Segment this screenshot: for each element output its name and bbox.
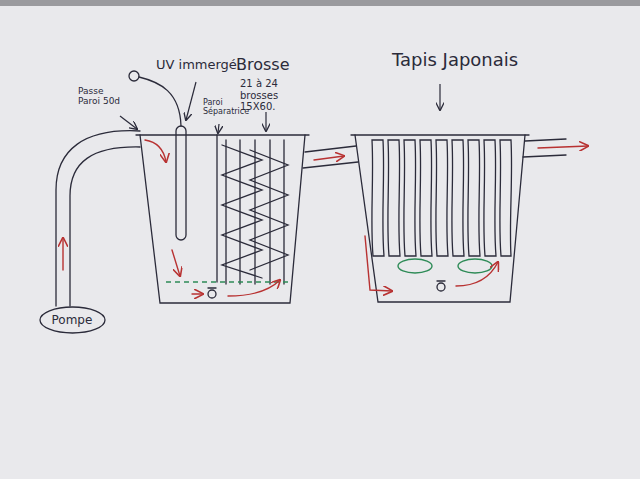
pipe xyxy=(305,146,356,152)
flow-arrows xyxy=(63,140,588,296)
flow-arrow xyxy=(192,293,203,294)
brush-spiral xyxy=(222,145,262,278)
japanese-mat xyxy=(372,140,512,256)
paper-edge xyxy=(0,0,640,6)
flow-arrow xyxy=(62,238,63,270)
pipe xyxy=(525,139,566,141)
pipe xyxy=(303,162,358,168)
pump-oval: Pompe xyxy=(39,306,106,334)
node-label: Pompe xyxy=(52,313,93,327)
leader-arrow xyxy=(439,84,440,110)
brush-spiral xyxy=(250,150,288,270)
callout-title: Tapis Japonais xyxy=(392,50,542,71)
callout-label: 21 à 24 brosses 15X60. xyxy=(240,78,306,113)
tank-rim xyxy=(351,134,529,135)
tank xyxy=(355,135,525,302)
ink-drawing xyxy=(56,71,566,306)
leader-arrow xyxy=(265,112,266,131)
separating-wall xyxy=(216,135,217,282)
pipe xyxy=(56,131,140,306)
drain xyxy=(208,290,216,298)
uv-plug xyxy=(129,71,139,81)
uv-cable xyxy=(139,77,181,126)
callout-title: Brosse xyxy=(236,56,316,74)
grid xyxy=(166,281,288,282)
leader-arrow xyxy=(186,82,196,120)
flow-arrow xyxy=(145,140,166,162)
drain xyxy=(208,287,216,288)
flow-arrow xyxy=(172,250,180,276)
tank xyxy=(140,135,305,303)
air-diffuser xyxy=(458,259,492,273)
oval xyxy=(40,307,105,333)
flow-arrow xyxy=(538,146,588,148)
drain xyxy=(437,283,445,291)
green-ink xyxy=(166,259,492,282)
leader-arrow xyxy=(120,116,137,129)
uv-lamp xyxy=(176,126,186,240)
air-diffuser xyxy=(398,259,432,273)
leader-arrow xyxy=(218,124,219,133)
leader-arrows xyxy=(120,82,440,133)
pipe xyxy=(70,147,140,306)
drain xyxy=(437,280,445,281)
flow-arrow xyxy=(365,236,392,291)
pipe xyxy=(523,155,566,157)
tank-rim xyxy=(136,134,309,135)
callout-label: Passe Paroi 50d xyxy=(78,86,122,107)
flow-arrow xyxy=(314,156,344,160)
callout-label: Paroi Séparatrice xyxy=(203,98,241,116)
flow-arrow xyxy=(228,280,280,296)
flow-arrow xyxy=(456,262,498,286)
